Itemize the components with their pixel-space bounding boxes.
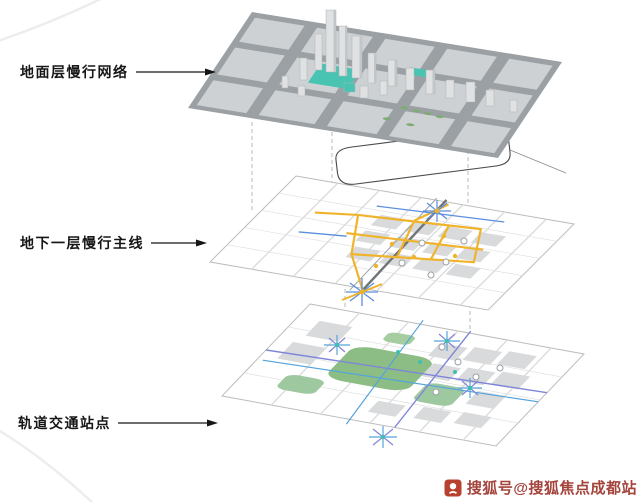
transit-layer-map <box>218 300 588 450</box>
highlight-leader-line <box>509 149 567 174</box>
background-swoosh <box>0 0 102 502</box>
label-underground-layer: 地下一层慢行主线 <box>20 233 207 253</box>
underground-layer-map <box>207 129 576 314</box>
street-trees <box>382 106 444 127</box>
station-rings <box>432 343 504 396</box>
network-node-dots <box>359 208 458 295</box>
watermark: 搜狐号@搜狐焦点成都站 <box>444 477 637 498</box>
arrow-right-icon <box>118 419 218 427</box>
layer-label: 地面层慢行网络 <box>20 64 129 80</box>
ground-layer-map <box>188 9 562 158</box>
teal-building <box>343 82 356 93</box>
station-dots <box>334 338 473 440</box>
layer-label: 地下一层慢行主线 <box>20 235 144 251</box>
station-rings <box>398 237 468 279</box>
layer-label: 轨道交通站点 <box>18 415 111 431</box>
transit-lines <box>218 300 588 450</box>
label-transit-layer: 轨道交通站点 <box>18 413 218 433</box>
city-block-grid <box>277 320 537 429</box>
arrow-right-icon <box>151 239 207 247</box>
arrow-right-icon <box>135 68 216 76</box>
label-ground-layer: 地面层慢行网络 <box>20 62 216 82</box>
city-buildings <box>281 9 518 113</box>
watermark-text: 搜狐号@搜狐焦点成都站 <box>466 480 637 497</box>
street-grid <box>226 183 558 306</box>
sohu-logo-icon <box>444 479 462 496</box>
